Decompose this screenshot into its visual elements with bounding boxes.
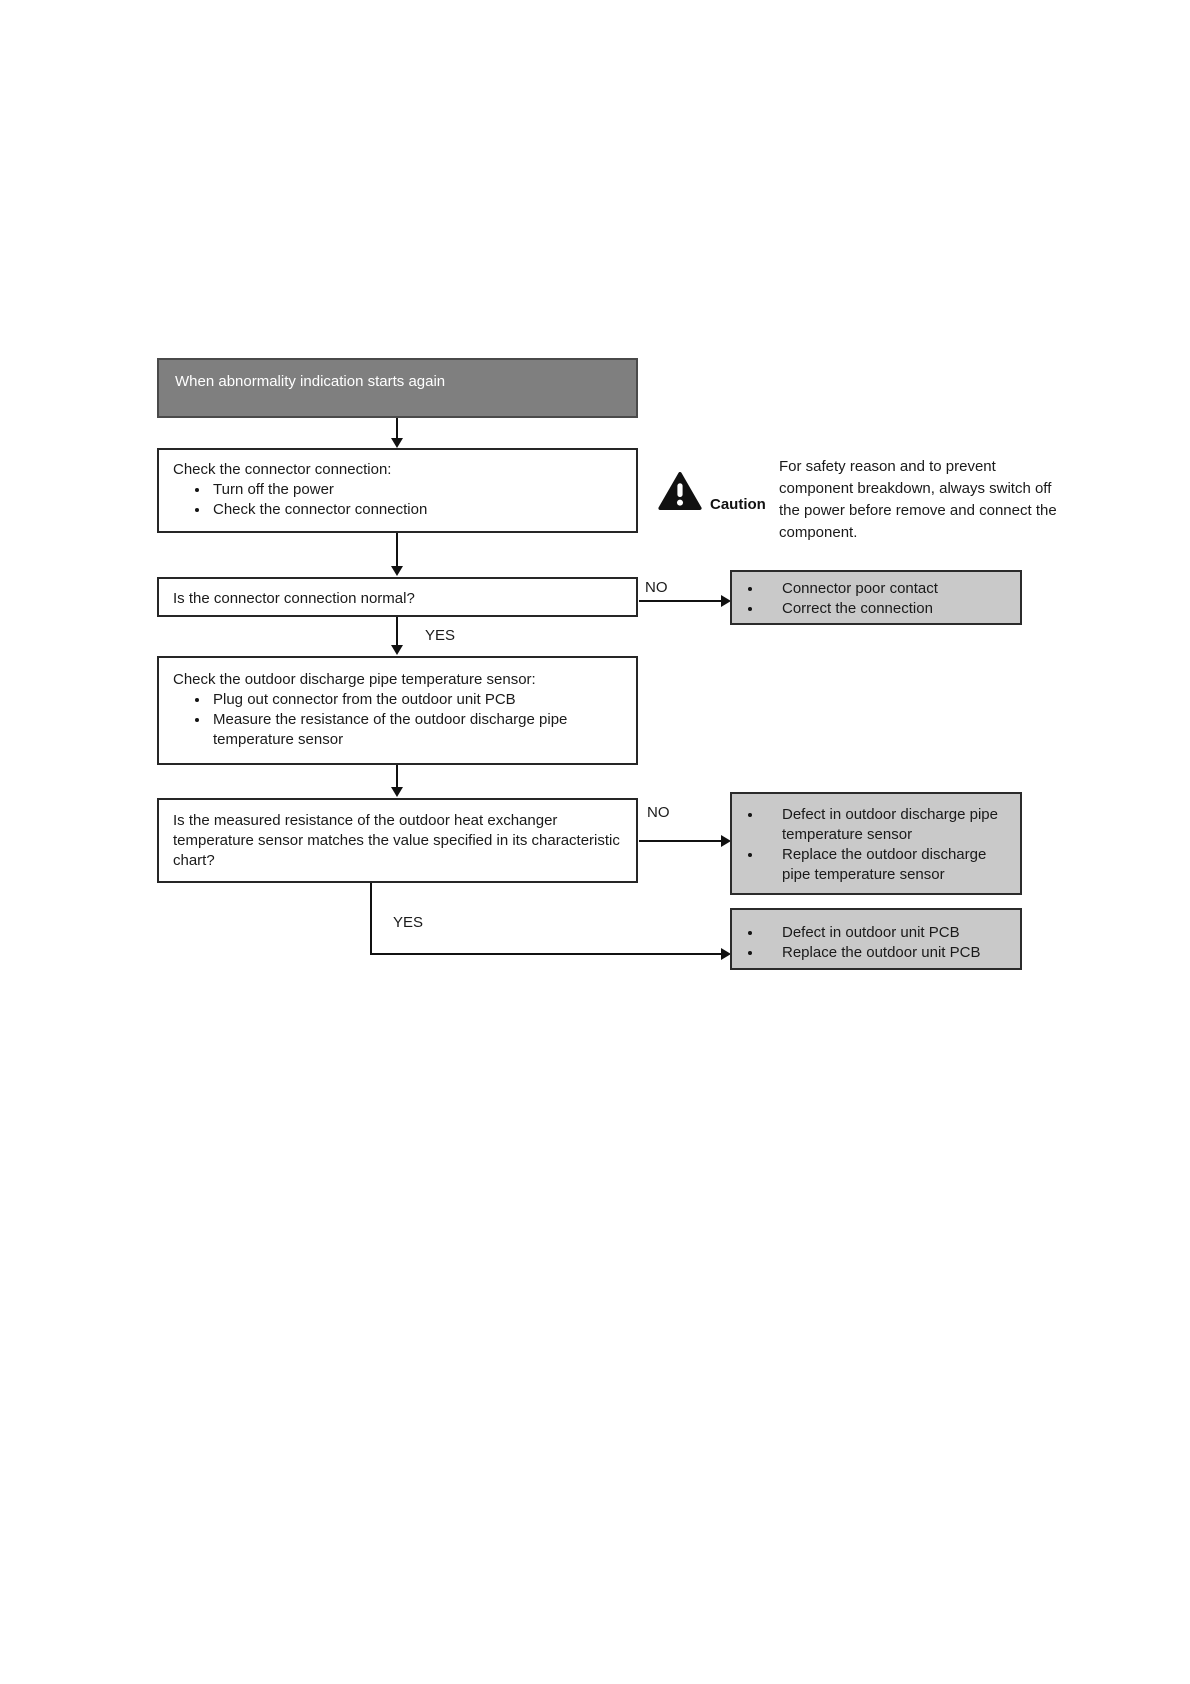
decision-connector-question: Is the connector connection normal? <box>173 590 415 607</box>
connector-line <box>370 953 722 955</box>
arrow-right-icon <box>721 948 731 960</box>
decision-resistance-box: Is the measured resistance of the outdoo… <box>157 798 638 883</box>
result-connector-box: Connector poor contact Correct the conne… <box>730 570 1022 625</box>
result-connector-bullets: Connector poor contact Correct the conne… <box>746 579 1006 619</box>
check-sensor-box: Check the outdoor discharge pipe tempera… <box>157 656 638 765</box>
arrow-right-icon <box>721 835 731 847</box>
bullet-item: Plug out connector from the outdoor unit… <box>173 690 622 710</box>
bullet-item: Replace the outdoor unit PCB <box>746 943 1006 963</box>
start-box: When abnormality indication starts again <box>157 358 638 418</box>
connector-line <box>396 617 398 646</box>
caution-warning-icon <box>657 472 703 515</box>
arrow-down-icon <box>391 645 403 655</box>
check-connector-bullets: Turn off the power Check the connector c… <box>173 480 622 520</box>
check-sensor-bullets: Plug out connector from the outdoor unit… <box>173 690 622 750</box>
bullet-item: Measure the resistance of the outdoor di… <box>173 710 622 750</box>
bullet-item: Connector poor contact <box>746 579 1006 599</box>
bullet-item: Defect in outdoor discharge pipe tempera… <box>746 805 1006 845</box>
connector-line <box>396 533 398 566</box>
check-connector-box: Check the connector connection: Turn off… <box>157 448 638 533</box>
arrow-right-icon <box>721 595 731 607</box>
check-connector-title: Check the connector connection: <box>173 461 392 478</box>
connector-line <box>396 418 398 439</box>
connector-line <box>370 883 372 955</box>
bullet-item: Turn off the power <box>173 480 622 500</box>
arrow-down-icon <box>391 566 403 576</box>
result-sensor-bullets: Defect in outdoor discharge pipe tempera… <box>746 805 1006 885</box>
decision-resistance-question: Is the measured resistance of the outdoo… <box>173 812 620 869</box>
caution-text: For safety reason and to prevent compone… <box>779 458 1057 541</box>
no-label: NO <box>647 804 670 821</box>
result-pcb-bullets: Defect in outdoor unit PCB Replace the o… <box>746 923 1006 963</box>
arrow-down-icon <box>391 438 403 448</box>
caution-label: Caution <box>710 496 766 513</box>
bullet-item: Replace the outdoor discharge pipe tempe… <box>746 845 1006 885</box>
bullet-item: Correct the connection <box>746 599 1006 619</box>
bullet-item: Defect in outdoor unit PCB <box>746 923 1006 943</box>
connector-line <box>396 765 398 788</box>
result-sensor-box: Defect in outdoor discharge pipe tempera… <box>730 792 1022 895</box>
no-label: NO <box>645 579 668 596</box>
connector-line <box>639 600 723 602</box>
connector-line <box>639 840 723 842</box>
check-sensor-title: Check the outdoor discharge pipe tempera… <box>173 671 536 688</box>
arrow-down-icon <box>391 787 403 797</box>
bullet-item: Check the connector connection <box>173 500 622 520</box>
decision-connector-box: Is the connector connection normal? <box>157 577 638 617</box>
yes-label: YES <box>393 914 424 931</box>
start-box-label: When abnormality indication starts again <box>175 373 446 390</box>
yes-label: YES <box>425 627 456 644</box>
result-pcb-box: Defect in outdoor unit PCB Replace the o… <box>730 908 1022 970</box>
